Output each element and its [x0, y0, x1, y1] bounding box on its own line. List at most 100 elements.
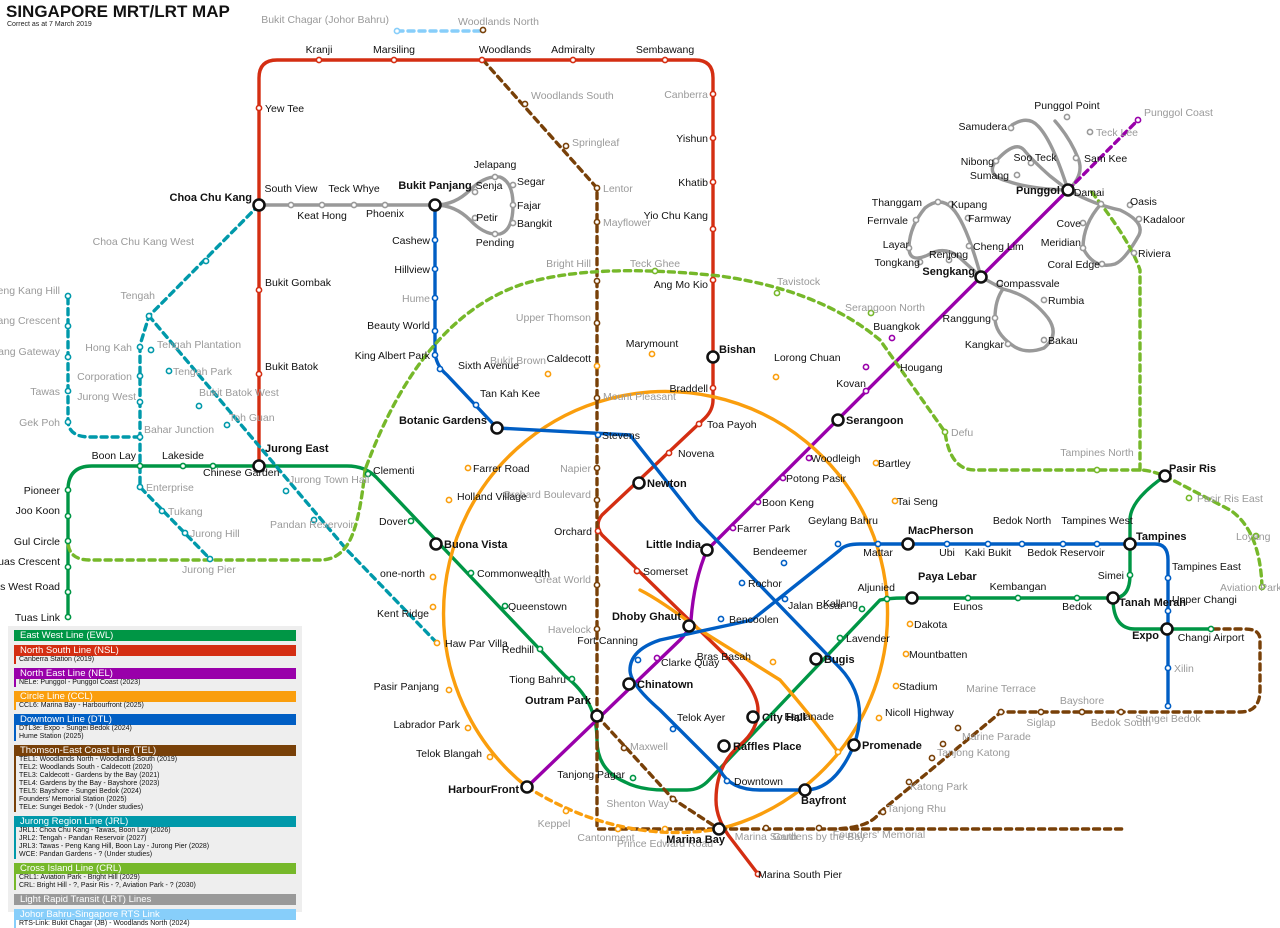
station-woodlands[interactable]: [478, 56, 486, 64]
station-clementi[interactable]: [364, 470, 372, 478]
station-dover[interactable]: [407, 517, 415, 525]
station-bartley[interactable]: [872, 459, 880, 467]
station-tawas[interactable]: [64, 387, 72, 395]
interchange-newton[interactable]: [632, 476, 646, 490]
station-southview[interactable]: [287, 201, 295, 209]
station-tuaslink[interactable]: [64, 613, 72, 621]
station-yewtee[interactable]: [255, 104, 263, 112]
station-layar[interactable]: [905, 244, 913, 252]
station-changiairport[interactable]: [1207, 625, 1215, 633]
station-tukang[interactable]: [158, 507, 166, 515]
station-bayshore[interactable]: [1078, 708, 1086, 716]
station-keathong[interactable]: [318, 201, 326, 209]
interchange-punggol[interactable]: [1061, 183, 1075, 197]
interchange-chinatown[interactable]: [622, 677, 636, 691]
station-tuascrescent[interactable]: [64, 563, 72, 571]
station-tankahkee[interactable]: [472, 401, 480, 409]
station-bukitbatokwest[interactable]: [195, 402, 203, 410]
station-redhill[interactable]: [536, 645, 544, 653]
station-greatworld[interactable]: [593, 581, 601, 589]
station-boonkeng[interactable]: [754, 498, 762, 506]
station-farmway[interactable]: [964, 214, 972, 222]
station-pandanreservoir[interactable]: [310, 516, 318, 524]
station-pengkanghill[interactable]: [64, 292, 72, 300]
station-tohguan[interactable]: [223, 421, 231, 429]
station-bakau[interactable]: [1040, 336, 1048, 344]
station-hollandvillage[interactable]: [445, 496, 453, 504]
station-mountbatten[interactable]: [902, 650, 910, 658]
interchange-harbourfront[interactable]: [520, 780, 534, 794]
station-napier[interactable]: [593, 464, 601, 472]
station-chinesegarden[interactable]: [209, 462, 217, 470]
interchange-cityhall[interactable]: [746, 710, 760, 724]
station-telokblangah[interactable]: [486, 753, 494, 761]
station-ranggung[interactable]: [991, 314, 999, 322]
station-novena[interactable]: [665, 449, 673, 457]
station-pasirriseast[interactable]: [1185, 494, 1193, 502]
station-geylangbahru[interactable]: [834, 540, 842, 548]
station-tengahplantation[interactable]: [147, 346, 155, 354]
station-kentridge[interactable]: [429, 603, 437, 611]
station-defu[interactable]: [941, 428, 949, 436]
station-kingalbertpark[interactable]: [431, 351, 439, 359]
station-foundersmemorial[interactable]: [879, 808, 887, 816]
station-stadium[interactable]: [892, 682, 900, 690]
station-eunos[interactable]: [964, 594, 972, 602]
station-kupang[interactable]: [947, 200, 955, 208]
station-renjong[interactable]: [945, 256, 953, 264]
station-yiochukang[interactable]: [709, 225, 717, 233]
station-angmokio[interactable]: [709, 276, 717, 284]
station-telokayer[interactable]: [669, 725, 677, 733]
interchange-bukitpanjang[interactable]: [428, 198, 442, 212]
station-corporation[interactable]: [136, 372, 144, 380]
station-cantonment[interactable]: [614, 825, 622, 833]
station-woodleigh[interactable]: [805, 454, 813, 462]
station-kangkar[interactable]: [1004, 340, 1012, 348]
interchange-tampines[interactable]: [1123, 537, 1137, 551]
station-nanyanggateway[interactable]: [64, 353, 72, 361]
interchange-payalebar[interactable]: [905, 591, 919, 605]
station-enterprise[interactable]: [136, 483, 144, 491]
station-xilin[interactable]: [1164, 664, 1172, 672]
station-aljunied[interactable]: [883, 595, 891, 603]
interchange-marinabay[interactable]: [712, 822, 726, 836]
station-stevens[interactable]: [594, 431, 602, 439]
station-bukitchagar[interactable]: [393, 27, 401, 35]
interchange-jurongeast[interactable]: [252, 459, 266, 473]
station-bendeemer[interactable]: [780, 559, 788, 567]
station-farrerpark[interactable]: [729, 524, 737, 532]
station-woodlandssouth[interactable]: [521, 100, 529, 108]
station-marymount[interactable]: [648, 350, 656, 358]
interchange-outrampark[interactable]: [590, 709, 604, 723]
station-hougang[interactable]: [862, 363, 870, 371]
station-thanggam[interactable]: [934, 198, 942, 206]
station-keppel[interactable]: [562, 807, 570, 815]
station-jurongpier[interactable]: [206, 555, 214, 563]
station-segar[interactable]: [509, 181, 517, 189]
station-pending[interactable]: [491, 230, 499, 238]
station-simei[interactable]: [1126, 571, 1134, 579]
station-kadaloor[interactable]: [1135, 215, 1143, 223]
station-lakeside[interactable]: [179, 462, 187, 470]
station-downtown[interactable]: [723, 777, 731, 785]
station-onenorth[interactable]: [429, 573, 437, 581]
station-brasbasah[interactable]: [769, 658, 777, 666]
station-mattar[interactable]: [874, 540, 882, 548]
station-tengahpark[interactable]: [165, 367, 173, 375]
station-meridian[interactable]: [1079, 244, 1087, 252]
interchange-dhobyghaut[interactable]: [682, 619, 696, 633]
station-bangkit[interactable]: [509, 219, 517, 227]
station-serangoonnorth[interactable]: [867, 309, 875, 317]
station-upperchangi[interactable]: [1164, 607, 1172, 615]
station-boonlay[interactable]: [136, 462, 144, 470]
station-havelock[interactable]: [593, 625, 601, 633]
station-upperthomson[interactable]: [593, 319, 601, 327]
interchange-bayfront[interactable]: [798, 783, 812, 797]
station-farrerroad[interactable]: [464, 464, 472, 472]
station-tongkang[interactable]: [916, 258, 924, 266]
station-tampineswest[interactable]: [1093, 540, 1101, 548]
station-dakota[interactable]: [906, 620, 914, 628]
station-admiralty[interactable]: [569, 56, 577, 64]
interchange-macpherson[interactable]: [901, 537, 915, 551]
station-buangkok[interactable]: [888, 334, 896, 342]
